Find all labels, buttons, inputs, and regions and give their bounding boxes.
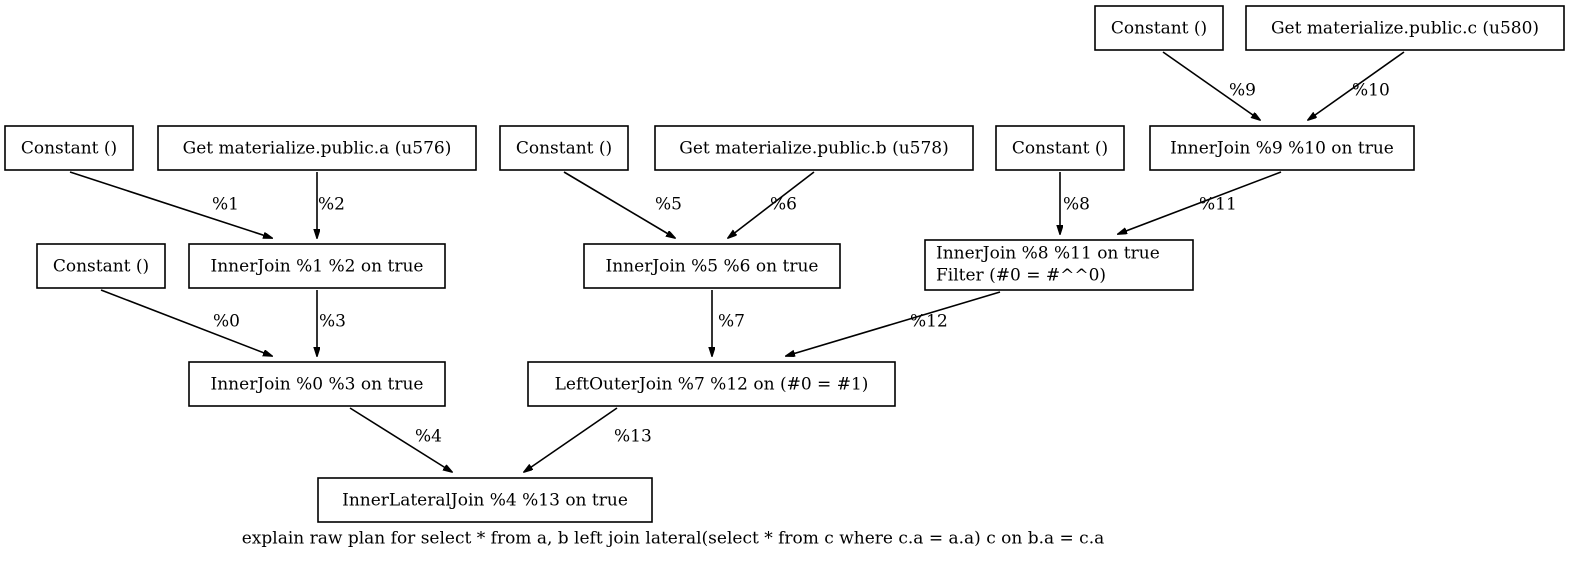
edge-line: [100, 289, 272, 356]
node-label: Constant (): [1012, 139, 1108, 159]
node-label: InnerJoin %8 %11 on true: [936, 244, 1160, 264]
graph-node-join12[interactable]: InnerJoin %1 %2 on true: [188, 243, 446, 289]
edge-line: [563, 171, 675, 238]
graph-node-loj712[interactable]: LeftOuterJoin %7 %12 on (#0 = #1): [527, 361, 896, 407]
graph-edge: %5: [563, 171, 682, 238]
node-label: Get materialize.public.a (u576): [183, 139, 452, 159]
edge-line: [69, 171, 272, 238]
node-box[interactable]: [188, 361, 446, 407]
graph-edge: %11: [1118, 171, 1282, 234]
node-box[interactable]: [317, 477, 653, 523]
node-label: InnerJoin %1 %2 on true: [211, 257, 424, 277]
node-box[interactable]: [995, 125, 1125, 171]
edge-label: %12: [910, 312, 948, 332]
node-label: Get materialize.public.b (u578): [679, 139, 948, 159]
graph-edge: %9: [1162, 51, 1260, 120]
node-box[interactable]: [157, 125, 477, 171]
node-box[interactable]: [654, 125, 974, 171]
edge-label: %7: [718, 312, 745, 332]
edge-label: %5: [655, 195, 682, 215]
graph-node-const5[interactable]: Constant (): [499, 125, 629, 171]
graph-edge: %8: [1060, 172, 1090, 234]
node-box[interactable]: [1245, 5, 1565, 51]
node-label: Constant (): [21, 139, 117, 159]
edge-label: %3: [319, 312, 346, 332]
graph-node-const0[interactable]: Constant (): [36, 243, 166, 289]
node-box[interactable]: [924, 239, 1194, 291]
edge-label: %1: [212, 195, 239, 215]
graph-node-getb[interactable]: Get materialize.public.b (u578): [654, 125, 974, 171]
node-box[interactable]: [583, 243, 841, 289]
node-box[interactable]: [36, 243, 166, 289]
edge-label: %4: [415, 427, 442, 447]
edges-layer: %9 %10 %1 %2 %5 %6 %8 %11 %0 %3 %7 %12 %4 %13: [69, 51, 1405, 472]
node-label: InnerLateralJoin %4 %13 on true: [342, 491, 628, 511]
edge-label: %10: [1352, 81, 1390, 101]
edge-line: [1162, 51, 1260, 120]
node-label: InnerJoin %9 %10 on true: [1170, 139, 1394, 159]
graph-edge: %6: [728, 171, 815, 238]
edge-line: [1308, 51, 1405, 120]
node-label: InnerJoin %0 %3 on true: [211, 375, 424, 395]
edge-line: [728, 171, 815, 238]
graph-node-ilj413[interactable]: InnerLateralJoin %4 %13 on true: [317, 477, 653, 523]
graph-edge: %0: [100, 289, 272, 356]
edge-line: [786, 291, 1001, 356]
graph-node-join03[interactable]: InnerJoin %0 %3 on true: [188, 361, 446, 407]
node-box[interactable]: [4, 125, 134, 171]
edge-line: [524, 407, 618, 472]
node-box[interactable]: [499, 125, 629, 171]
graph-edge: %13: [524, 407, 652, 472]
graph-edge: %2: [317, 172, 345, 238]
graph-edge: %1: [69, 171, 272, 238]
node-label: Get materialize.public.c (u580): [1271, 19, 1539, 39]
edge-label: %0: [213, 312, 240, 332]
node-label: LeftOuterJoin %7 %12 on (#0 = #1): [555, 375, 869, 395]
graph-edge: %7: [712, 290, 745, 356]
graph-edge: %3: [317, 290, 346, 356]
node-box[interactable]: [1094, 5, 1224, 51]
node-box[interactable]: [188, 243, 446, 289]
graph-caption: explain raw plan for select * from a, b …: [242, 529, 1105, 549]
edge-label: %6: [770, 195, 797, 215]
node-label: Constant (): [1111, 19, 1207, 39]
edge-label: %13: [614, 427, 652, 447]
node-label: Constant (): [53, 257, 149, 277]
graph-node-const9[interactable]: Constant (): [1094, 5, 1224, 51]
graph-node-const1[interactable]: Constant (): [4, 125, 134, 171]
graph-node-join56[interactable]: InnerJoin %5 %6 on true: [583, 243, 841, 289]
graph-edge: %4: [349, 407, 452, 472]
node-label: Constant (): [516, 139, 612, 159]
graph-edge: %12: [786, 291, 1001, 356]
graph-node-const8[interactable]: Constant (): [995, 125, 1125, 171]
nodes-layer: Constant () Get materialize.public.c (u58…: [4, 5, 1565, 523]
node-box[interactable]: [527, 361, 896, 407]
graph-edge: %10: [1308, 51, 1405, 120]
edge-label: %11: [1199, 195, 1237, 215]
edge-label: %2: [318, 195, 345, 215]
edge-line: [349, 407, 452, 472]
edge-line: [1118, 171, 1282, 234]
graph-node-join910[interactable]: InnerJoin %9 %10 on true: [1149, 125, 1415, 171]
edge-label: %9: [1229, 81, 1256, 101]
node-label-secondary: Filter (#0 = #^^0): [936, 266, 1106, 286]
graph-node-getc[interactable]: Get materialize.public.c (u580): [1245, 5, 1565, 51]
graph-node-geta[interactable]: Get materialize.public.a (u576): [157, 125, 477, 171]
edge-label: %8: [1063, 195, 1090, 215]
node-box[interactable]: [1149, 125, 1415, 171]
node-label: InnerJoin %5 %6 on true: [606, 257, 819, 277]
